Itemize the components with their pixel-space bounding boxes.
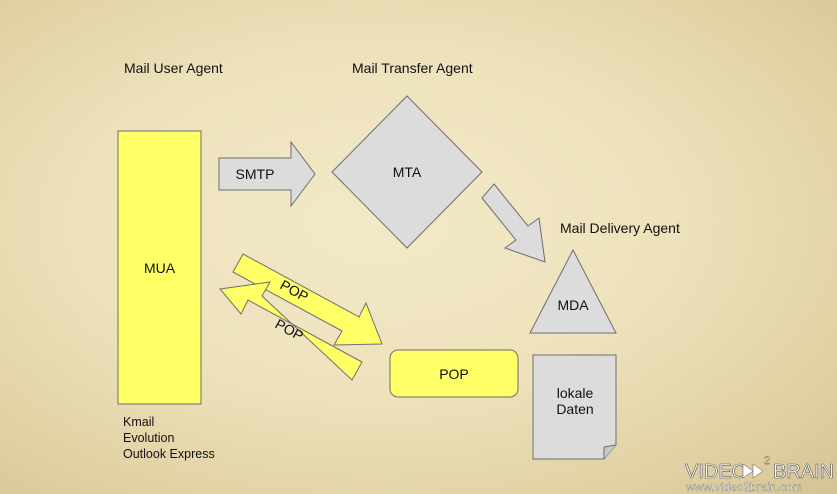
local-data-label-line2: Daten [556, 401, 593, 417]
watermark-brand-sup: 2 [764, 455, 770, 467]
mda-triangle [529, 248, 617, 334]
mua-label: MUA [144, 260, 176, 276]
mta-to-mda-arrow [481, 183, 546, 263]
document-fold [603, 444, 617, 459]
pop-arrow-to-mua-label: POP [273, 315, 307, 343]
video2brain-watermark: VIDEO 2 BRAIN www.video2brain.com [685, 455, 835, 494]
pop-server-label: POP [439, 366, 469, 382]
label-mail-transfer-agent: Mail Transfer Agent [352, 60, 473, 76]
pop-arrow-to-mua [219, 281, 363, 381]
label-mail-delivery-agent: Mail Delivery Agent [560, 220, 680, 236]
watermark-brand-right: BRAIN [773, 461, 834, 483]
smtp-label: SMTP [236, 166, 275, 182]
play-icon-second [752, 463, 764, 479]
watermark-url: www.video2brain.com [685, 480, 803, 494]
mda-label: MDA [557, 297, 589, 313]
mua-box [117, 130, 202, 405]
label-mail-user-agent: Mail User Agent [124, 60, 223, 76]
client-kmail: Kmail [123, 415, 154, 429]
client-outlook-express: Outlook Express [123, 447, 215, 461]
smtp-arrow [218, 140, 316, 208]
client-evolution: Evolution [123, 431, 174, 445]
pop-arrow-to-server [232, 253, 383, 346]
pop-server-box [389, 349, 519, 398]
mta-label: MTA [393, 164, 422, 180]
mta-diamond [331, 95, 483, 249]
play-icon [742, 463, 754, 479]
local-data-label-line1: lokale [557, 385, 594, 401]
watermark-brand-left: VIDEO [685, 461, 747, 483]
